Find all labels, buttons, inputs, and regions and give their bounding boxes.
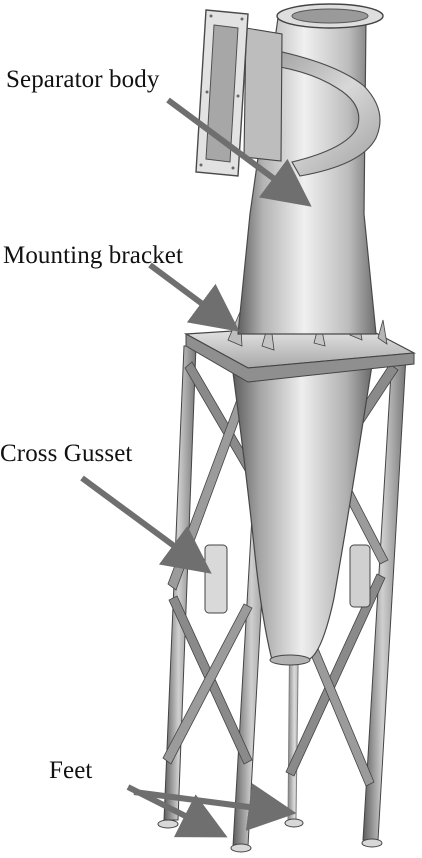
inlet-flange-inner bbox=[205, 24, 239, 163]
foot-front-left bbox=[157, 819, 179, 829]
mounting-plate-front-edge bbox=[185, 333, 415, 383]
cross-brace-right-3 bbox=[285, 573, 386, 777]
foot-front-right bbox=[230, 843, 252, 853]
cross-gusset-right bbox=[349, 544, 371, 608]
cross-brace-left-4 bbox=[162, 603, 253, 765]
foot-rear-middle bbox=[284, 818, 304, 828]
label-separator-body: Separator body bbox=[6, 66, 160, 93]
arrow-separator-body bbox=[166, 97, 312, 207]
cone-outlet bbox=[269, 654, 311, 666]
foot-rear-right bbox=[361, 838, 383, 848]
label-mounting-bracket: Mounting bracket bbox=[3, 242, 184, 269]
label-feet: Feet bbox=[49, 757, 93, 784]
arrow-cross-gusset bbox=[80, 475, 212, 574]
arrow-feet-2 bbox=[133, 783, 297, 831]
label-cross-gusset: Cross Gusset bbox=[0, 440, 133, 467]
label-arrows bbox=[80, 97, 312, 838]
inlet-duct bbox=[243, 27, 283, 162]
cross-gusset-left bbox=[204, 544, 228, 614]
arrow-mounting-bracket bbox=[148, 262, 240, 332]
inlet-flange-bolts bbox=[199, 14, 244, 170]
